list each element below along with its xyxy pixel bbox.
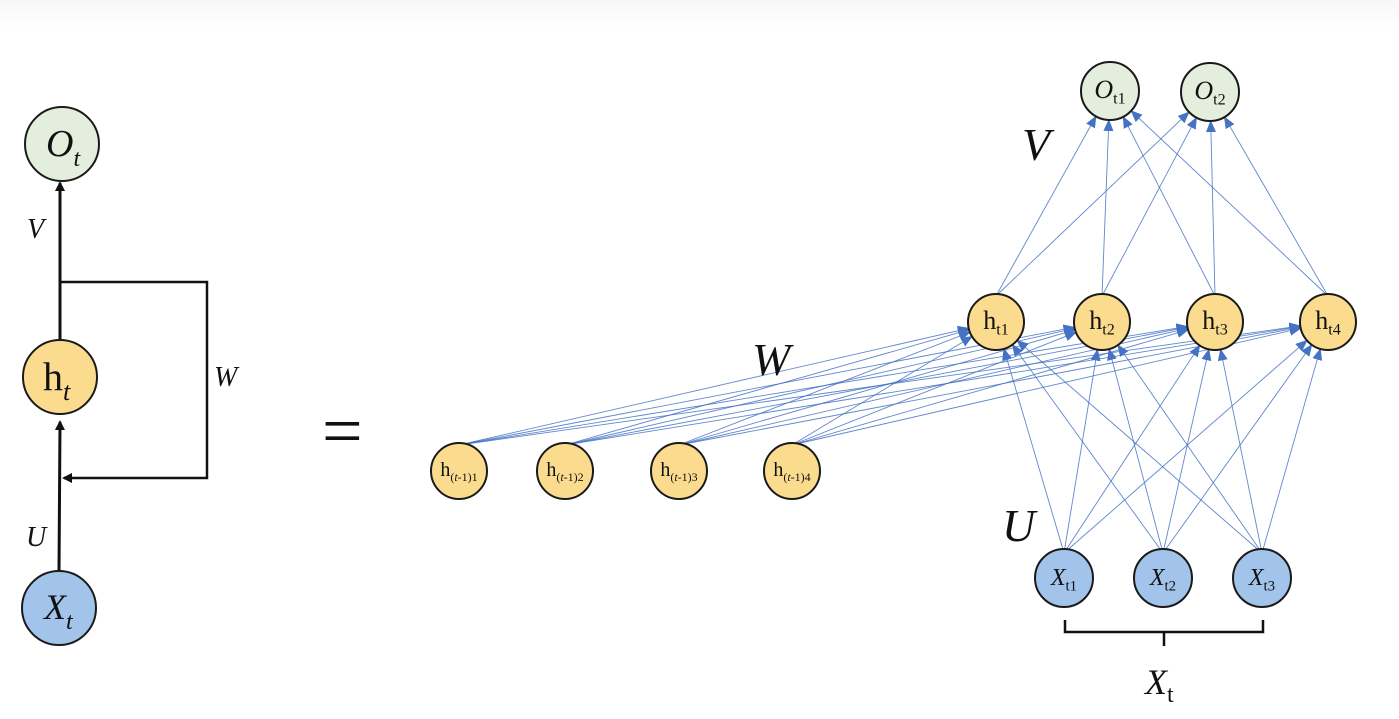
unfolded-edges [458,110,1329,554]
svg-text:Xt: Xt [42,587,74,635]
folded-rnn: Ot ht Xt V W U [21,106,240,646]
hidden-node-h4: ht4 [1299,293,1357,351]
folded-u-edge [54,420,65,573]
prev-hidden-node-2: h(t-1)2 [536,442,594,500]
folded-input-node: Xt [21,570,97,646]
u-edge-x1-h2 [1063,348,1101,554]
u-edge-x1-h1 [1002,347,1065,554]
w-edge-hp4-h1 [791,335,973,446]
input-node-x1: Xt1 [1034,548,1094,608]
u-edge-x2-h4 [1162,343,1313,554]
unfolded-nodes: Ot1 Ot2 ht1 ht2 ht3 ht4 h(t-1)1 h(t-1)2 h(t-1)3 h… [430,61,1357,608]
w-edge-hp3-h2 [678,328,1077,446]
w-edge-hp2-h3 [564,324,1189,446]
v-edge-h3-o2 [1205,119,1216,297]
w-edge-hp2-h4 [564,323,1302,446]
hidden-node-label: ht4 [1315,306,1341,339]
v-edge-h4-o2 [1224,116,1329,297]
u-edge-x2-h3 [1162,348,1212,554]
input-node-label: Xt2 [1149,565,1176,594]
prev-hidden-node-3: h(t-1)3 [650,442,708,500]
v-edge-h1-o1 [995,115,1097,297]
u-edge-x1-h4 [1063,339,1308,554]
w-edge-hp2-h1 [564,327,971,446]
u-edge-x3-h2 [1117,344,1263,554]
input-node-label: Xt3 [1248,565,1275,594]
prev-hidden-node-label: h(t-1)1 [440,459,477,484]
svg-text:Ot: Ot [46,123,81,172]
prev-hidden-node-label: h(t-1)3 [660,459,697,484]
w-edge-hp4-h3 [791,328,1190,446]
hidden-node-h3: ht3 [1186,293,1244,351]
prev-hidden-node-label: h(t-1)2 [546,459,583,484]
v-edge-h1-o2 [995,111,1190,297]
u-edge-x3-h1 [1016,339,1263,554]
folded-label-u: U [26,522,48,553]
hidden-node-label: ht2 [1089,306,1115,339]
hidden-node-label: ht3 [1202,306,1228,339]
w-edge-hp1-h1 [458,325,970,446]
input-node-x3: Xt3 [1232,548,1292,608]
hidden-node-h2: ht2 [1073,293,1131,351]
prev-hidden-node-4: h(t-1)4 [763,442,821,500]
prev-hidden-node-1: h(t-1)1 [430,442,488,500]
folded-hidden-node: ht [22,339,98,415]
prev-hidden-node-label: h(t-1)4 [773,459,810,484]
hidden-node-h1: ht1 [967,293,1025,351]
v-edge-h3-o1 [1122,115,1216,297]
v-edge-h4-o1 [1130,110,1329,297]
input-group-brace [1063,620,1265,646]
v-edge-h2-o2 [1101,116,1197,297]
input-group-label: Xt [1143,662,1174,708]
folded-label-w: W [214,362,240,393]
v-edge-h2-o1 [1101,118,1114,297]
u-edge-x1-h3 [1063,344,1201,554]
equals-sign: = [322,391,363,471]
output-node-o2: Ot2 [1180,62,1240,122]
u-edge-x2-h1 [1011,343,1164,554]
input-node-label: Xt1 [1050,565,1077,594]
unfolded-label-u: U [1002,500,1038,551]
output-node-label: Ot1 [1094,75,1125,108]
w-edge-hp4-h2 [791,331,1077,446]
u-edge-x3-h3 [1217,348,1263,554]
folded-label-v: V [27,214,47,245]
svg-text:ht: ht [43,354,71,406]
output-node-label: Ot2 [1194,76,1225,109]
output-node-o1: Ot1 [1080,61,1140,121]
u-edge-x3-h4 [1261,347,1323,554]
input-node-x2: Xt2 [1133,548,1193,608]
unfolded-label-v: V [1022,119,1055,170]
unfolded-label-w: W [752,334,794,385]
hidden-node-label: ht1 [983,306,1009,339]
w-edge-hp3-h4 [678,324,1302,446]
folded-output-node: Ot [24,106,100,182]
w-edge-hp1-h2 [458,324,1076,446]
u-edge-x2-h2 [1107,348,1164,554]
folded-w-loop [61,280,209,483]
w-edge-hp3-h1 [678,331,971,446]
